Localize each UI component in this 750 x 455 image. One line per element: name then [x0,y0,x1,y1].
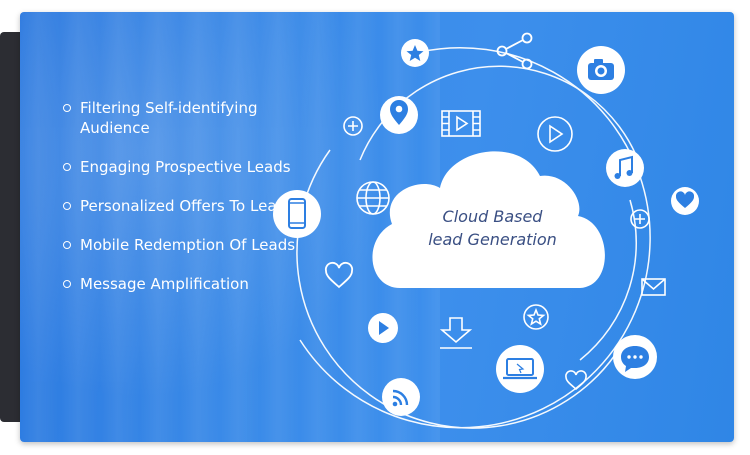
feature-item: Message Amplification [60,274,300,294]
feature-label: Message Amplification [80,275,249,293]
feature-item: Engaging Prospective Leads [60,157,300,177]
music-icon [606,149,644,187]
heart-icon [671,187,699,215]
bullet-icon [63,163,71,171]
star-icon [401,39,429,67]
bullet-icon [63,280,71,288]
bullet-icon [63,241,71,249]
plus-icon [630,209,650,229]
cloud-caption: Cloud Based lead Generation [405,205,580,251]
download-icon [439,317,473,349]
cloud-caption-line2: lead Generation [428,230,557,249]
star-outline-icon [523,304,549,330]
laptop-icon [496,345,544,393]
orbit-arc-right [579,199,637,361]
feature-item: Personalized Offers To Leads [60,196,300,216]
chat-icon [613,335,657,379]
play-icon [537,116,573,152]
camera-icon [577,46,625,94]
globe-icon [356,181,390,215]
outer-orbit [299,47,651,429]
bullet-icon [63,104,71,112]
feature-list: Filtering Self-identifying Audience Enga… [60,98,300,313]
feature-item: Filtering Self-identifying Audience [60,98,300,138]
heart-outline-icon [324,261,354,289]
feature-label: Filtering Self-identifying Audience [80,99,258,137]
rss-icon [382,378,420,416]
heart-outline-icon [565,370,587,391]
cloud-shape [372,151,605,288]
feature-label: Mobile Redemption Of Leads [80,236,296,254]
plus-icon [343,116,363,136]
cloud-caption-line1: Cloud Based [442,207,543,226]
mail-icon [641,278,666,296]
mobile-phone-icon [273,190,321,238]
share-icon [496,32,533,70]
feature-label: Engaging Prospective Leads [80,158,291,176]
play-circle-icon [368,313,398,343]
film-icon [441,110,481,137]
bullet-icon [63,202,71,210]
location-pin-icon [380,96,418,134]
feature-label: Personalized Offers To Leads [80,197,294,215]
feature-item: Mobile Redemption Of Leads [60,235,300,255]
